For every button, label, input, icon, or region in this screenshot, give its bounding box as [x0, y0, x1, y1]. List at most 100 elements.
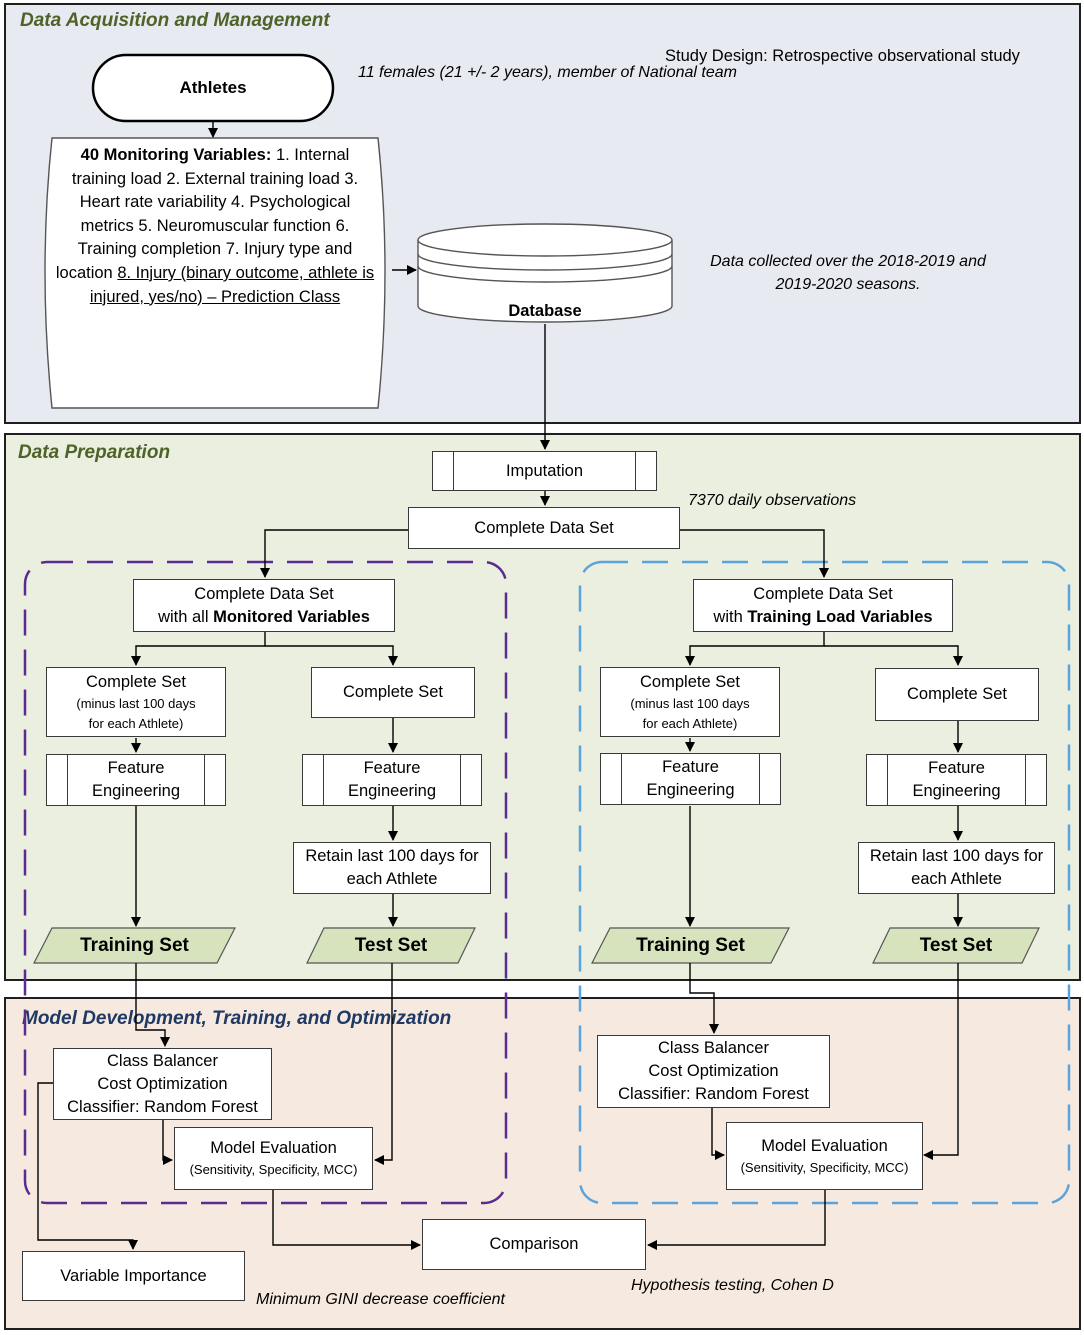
variable-importance-box: Variable Importance — [22, 1251, 245, 1301]
right-test-source-label: Complete Set — [907, 685, 1007, 703]
fe-line-2: Engineering — [646, 781, 735, 799]
left-train-source-sub-1: (minus last 100 days — [76, 695, 196, 711]
classifier-line-2: Cost Optimization — [648, 1062, 779, 1080]
retain-line-2: each Athlete — [911, 870, 1002, 888]
evaluation-sub: (Sensitivity, Specificity, MCC) — [189, 1162, 358, 1177]
left-header-box: Complete Data Set with all Monitored Var… — [133, 579, 395, 632]
right-retain-box: Retain last 100 days for each Athlete — [858, 842, 1055, 894]
right-header-prefix: with — [713, 607, 748, 626]
right-header-bold: Training Load Variables — [747, 607, 933, 626]
variable-item: 3. Heart rate variability — [79, 169, 359, 212]
right-classifier-box: Class Balancer Cost Optimization Classif… — [597, 1035, 830, 1108]
left-classifier-box: Class Balancer Cost Optimization Classif… — [53, 1048, 272, 1120]
athletes-label: Athletes — [179, 78, 247, 97]
right-model-evaluation-box: Model Evaluation (Sensitivity, Specifici… — [726, 1122, 923, 1190]
left-header-prefix: with all — [158, 607, 214, 626]
left-train-source-box: Complete Set (minus last 100 days for ea… — [46, 667, 226, 737]
imputation-label: Imputation — [505, 461, 584, 480]
right-test-source-box: Complete Set — [875, 668, 1039, 721]
retain-line-1: Retain last 100 days for — [305, 847, 479, 865]
left-training-set-label: Training Set — [80, 934, 189, 956]
database-icon — [417, 223, 673, 323]
complete-data-set-box: Complete Data Set — [408, 507, 680, 549]
fe-line-2: Engineering — [91, 782, 181, 800]
classifier-line-3: Classifier: Random Forest — [618, 1085, 809, 1103]
athletes-note-line-2: member of National team — [557, 64, 737, 81]
variable-item: 6. Training completion — [77, 216, 350, 259]
variable-item: 5. Neuromuscular function — [138, 216, 331, 235]
athletes-note-line-1: 11 females (21 +/- 2 years), — [358, 64, 553, 81]
variable-item: 7. Injury type and location — [55, 240, 353, 282]
fe-line-1: Feature — [107, 759, 165, 777]
right-training-set-label: Training Set — [636, 934, 745, 956]
comparison-box: Comparison — [422, 1219, 646, 1270]
gini-note: Minimum GINI decrease coefficient — [256, 1291, 505, 1308]
left-model-evaluation-box: Model Evaluation (Sensitivity, Specifici… — [174, 1127, 373, 1190]
database-note: Data collected over the 2018-2019 and 20… — [693, 250, 1003, 296]
classifier-line-3: Classifier: Random Forest — [67, 1097, 258, 1116]
classifier-line-1: Class Balancer — [658, 1039, 769, 1057]
classifier-line-1: Class Balancer — [107, 1051, 218, 1070]
right-header-box: Complete Data Set with Training Load Var… — [693, 579, 953, 632]
section-title-acquisition: Data Acquisition and Management — [20, 10, 330, 31]
variable-item: 1. Internal training load — [71, 146, 350, 188]
evaluation-title: Model Evaluation — [761, 1136, 888, 1155]
athletes-note: 11 females (21 +/- 2 years), member of N… — [358, 61, 737, 84]
section-title-modeling: Model Development, Training, and Optimiz… — [22, 1008, 452, 1029]
fe-line-1: Feature — [662, 758, 719, 776]
left-header-bold: Monitored Variables — [213, 607, 370, 626]
left-train-source-title: Complete Set — [86, 672, 186, 691]
database-label: Database — [508, 301, 582, 320]
right-test-feature-engineering: Feature Engineering — [866, 754, 1047, 806]
right-test-set-label: Test Set — [919, 934, 993, 956]
comparison-label: Comparison — [489, 1235, 579, 1253]
variables-title: 40 Monitoring Variables: — [80, 146, 272, 164]
hypothesis-note: Hypothesis testing, Cohen D — [631, 1277, 834, 1294]
monitoring-variables-list: 40 Monitoring Variables: 1. Internal tra… — [52, 144, 378, 309]
evaluation-title: Model Evaluation — [210, 1139, 337, 1157]
observations-note: 7370 daily observations — [688, 492, 857, 509]
right-test-set-shape — [872, 927, 1040, 964]
imputation-box: Imputation — [432, 451, 657, 491]
left-train-feature-engineering: Feature Engineering — [46, 754, 226, 806]
left-train-source-sub-2: for each Athlete) — [88, 715, 184, 731]
database-note-line-2: 2019-2020 seasons. — [775, 276, 921, 293]
section-title-preparation: Data Preparation — [18, 442, 171, 463]
left-test-feature-engineering: Feature Engineering — [302, 754, 482, 806]
variable-item: 2. External training load — [166, 169, 340, 188]
fe-line-1: Feature — [928, 759, 985, 777]
fe-line-2: Engineering — [347, 782, 437, 800]
variables-scroll — [44, 137, 386, 409]
right-header-line-1: Complete Data Set — [753, 584, 893, 603]
right-train-source-sub-2: for each Athlete) — [642, 715, 738, 731]
retain-line-1: Retain last 100 days for — [869, 847, 1044, 865]
left-retain-box: Retain last 100 days for each Athlete — [293, 842, 491, 894]
left-test-source-box: Complete Set — [311, 667, 475, 718]
fe-line-2: Engineering — [912, 782, 1001, 800]
right-header-line-2: with Training Load Variables — [713, 606, 932, 629]
fe-line-1: Feature — [363, 759, 421, 777]
left-training-set-shape — [33, 927, 236, 964]
variable-importance-label: Variable Importance — [60, 1266, 207, 1285]
variable-item: 4. Psychological metrics — [80, 193, 351, 235]
left-test-set-label: Test Set — [354, 934, 428, 956]
database-note-line-1: Data collected over the 2018-2019 and — [710, 253, 986, 270]
study-design-note: Study Design: Retrospective observationa… — [665, 47, 1020, 65]
right-train-source-sub-1: (minus last 100 days — [630, 695, 750, 711]
left-test-set-shape — [306, 927, 476, 964]
evaluation-sub: (Sensitivity, Specificity, MCC) — [740, 1159, 909, 1175]
right-train-feature-engineering: Feature Engineering — [600, 753, 781, 805]
left-header-line-1: Complete Data Set — [194, 584, 334, 603]
prediction-class-line-2: injured, yes/no) – Prediction Class — [89, 287, 341, 306]
right-training-set-shape — [591, 927, 790, 964]
retain-line-2: each Athlete — [346, 870, 438, 888]
right-train-source-box: Complete Set (minus last 100 days for ea… — [600, 667, 780, 737]
left-header-line-2: with all Monitored Variables — [158, 606, 370, 629]
complete-data-set-label: Complete Data Set — [474, 518, 614, 537]
prediction-class-line-1: 8. Injury (binary outcome, athlete is — [117, 263, 375, 282]
left-test-source-label: Complete Set — [343, 683, 443, 701]
classifier-line-2: Cost Optimization — [97, 1074, 228, 1093]
right-train-source-title: Complete Set — [640, 672, 740, 691]
